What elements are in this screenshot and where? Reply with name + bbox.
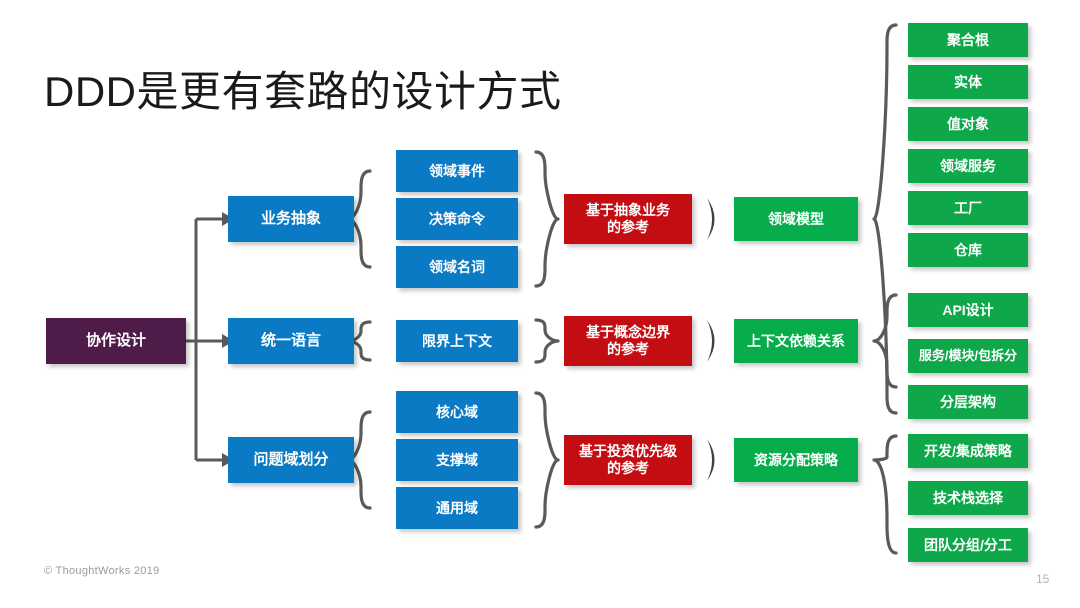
node-leaf-item[interactable]: API设计 [908,293,1028,327]
node-reference-line2: 的参考 [607,341,649,357]
node-reference-text: 基于概念边界 的参考 [586,324,670,357]
node-level3-item[interactable]: 支撑域 [396,439,518,481]
node-reference-line1: 基于投资优先级 [579,443,677,460]
node-reference-text: 基于投资优先级 的参考 [579,443,677,476]
node-level3-item[interactable]: 核心域 [396,391,518,433]
footer-copyright: © ThoughtWorks 2019 [44,565,160,577]
node-outcome-domain-model[interactable]: 领域模型 [734,197,858,241]
node-leaf-label: 服务/模块/包拆分 [918,348,1018,364]
node-reference-investment-priority[interactable]: 基于投资优先级 的参考 [564,435,692,485]
node-level3-item[interactable]: 限界上下文 [396,320,518,362]
node-leaf-item[interactable]: 聚合根 [908,23,1028,57]
node-reference-abstraction[interactable]: 基于抽象业务 的参考 [564,194,692,244]
node-reference-text: 基于抽象业务 的参考 [586,202,670,235]
node-level2-ubiquitous-language[interactable]: 统一语言 [228,318,354,364]
node-level2-business-abstraction[interactable]: 业务抽象 [228,196,354,242]
node-leaf-label: 值对象 [947,115,989,132]
node-leaf-item[interactable]: 技术栈选择 [908,481,1028,515]
node-outcome-context-dependency[interactable]: 上下文依赖关系 [734,319,858,363]
brace-close-group-1 [534,150,560,288]
node-leaf-item[interactable]: 领域服务 [908,149,1028,183]
chevron-group-3 [707,439,715,481]
node-level3-label: 支撑域 [436,451,478,468]
node-leaf-label: 团队分组/分工 [924,536,1012,553]
node-leaf-item[interactable]: 分层架构 [908,385,1028,419]
node-level3-item[interactable]: 领域事件 [396,150,518,192]
node-outcome-resource-allocation[interactable]: 资源分配策略 [734,438,858,482]
node-leaf-item[interactable]: 开发/集成策略 [908,434,1028,468]
brace-leaves-group-2 [872,293,898,389]
node-leaf-label: API设计 [942,301,994,318]
node-leaf-label: 聚合根 [947,31,989,48]
node-reference-line1: 基于概念边界 [586,324,670,341]
slide-title: DDD是更有套路的设计方式 [44,68,562,115]
node-outcome-label: 资源分配策略 [754,451,838,468]
node-level2-label: 统一语言 [260,332,321,350]
node-leaf-item[interactable]: 实体 [908,65,1028,99]
footer-page-number: 15 [1036,572,1050,586]
node-root[interactable]: 协作设计 [46,318,186,364]
node-level3-label: 领域名词 [429,258,485,275]
chevron-group-1 [707,198,715,240]
node-leaf-item[interactable]: 工厂 [908,191,1028,225]
brace-leaves-group-1 [872,23,898,415]
node-leaf-item[interactable]: 服务/模块/包拆分 [908,339,1028,373]
node-level3-label: 决策命令 [429,210,485,227]
node-level3-label: 限界上下文 [422,332,492,349]
node-leaf-item[interactable]: 值对象 [908,107,1028,141]
node-leaf-label: 领域服务 [940,157,996,174]
node-level3-item[interactable]: 领域名词 [396,246,518,288]
node-level2-problem-domain[interactable]: 问题域划分 [228,437,354,483]
node-level2-label: 问题域划分 [253,451,329,469]
node-outcome-label: 领域模型 [768,210,824,227]
node-leaf-label: 工厂 [954,199,982,216]
brace-close-group-3 [534,391,560,529]
brace-leaves-group-3 [872,434,898,555]
node-reference-line2: 的参考 [607,219,649,235]
node-leaf-label: 开发/集成策略 [924,442,1012,459]
node-level3-item[interactable]: 通用域 [396,487,518,529]
node-reference-concept-boundary[interactable]: 基于概念边界 的参考 [564,316,692,366]
node-leaf-label: 仓库 [954,241,982,258]
node-level3-item[interactable]: 决策命令 [396,198,518,240]
node-leaf-label: 分层架构 [940,393,996,410]
brace-close-group-2 [534,318,560,364]
node-reference-line2: 的参考 [607,460,649,476]
node-leaf-label: 技术栈选择 [933,489,1003,506]
node-level2-label: 业务抽象 [260,210,321,228]
node-leaf-item[interactable]: 团队分组/分工 [908,528,1028,562]
node-level3-label: 核心域 [436,403,478,420]
node-root-label: 协作设计 [85,332,146,350]
node-leaf-item[interactable]: 仓库 [908,233,1028,267]
node-leaf-label: 实体 [954,73,982,90]
node-level3-label: 通用域 [436,499,478,516]
node-outcome-label: 上下文依赖关系 [747,332,845,349]
chevron-group-2 [707,320,715,362]
node-reference-line1: 基于抽象业务 [586,202,670,219]
node-level3-label: 领域事件 [429,162,485,179]
